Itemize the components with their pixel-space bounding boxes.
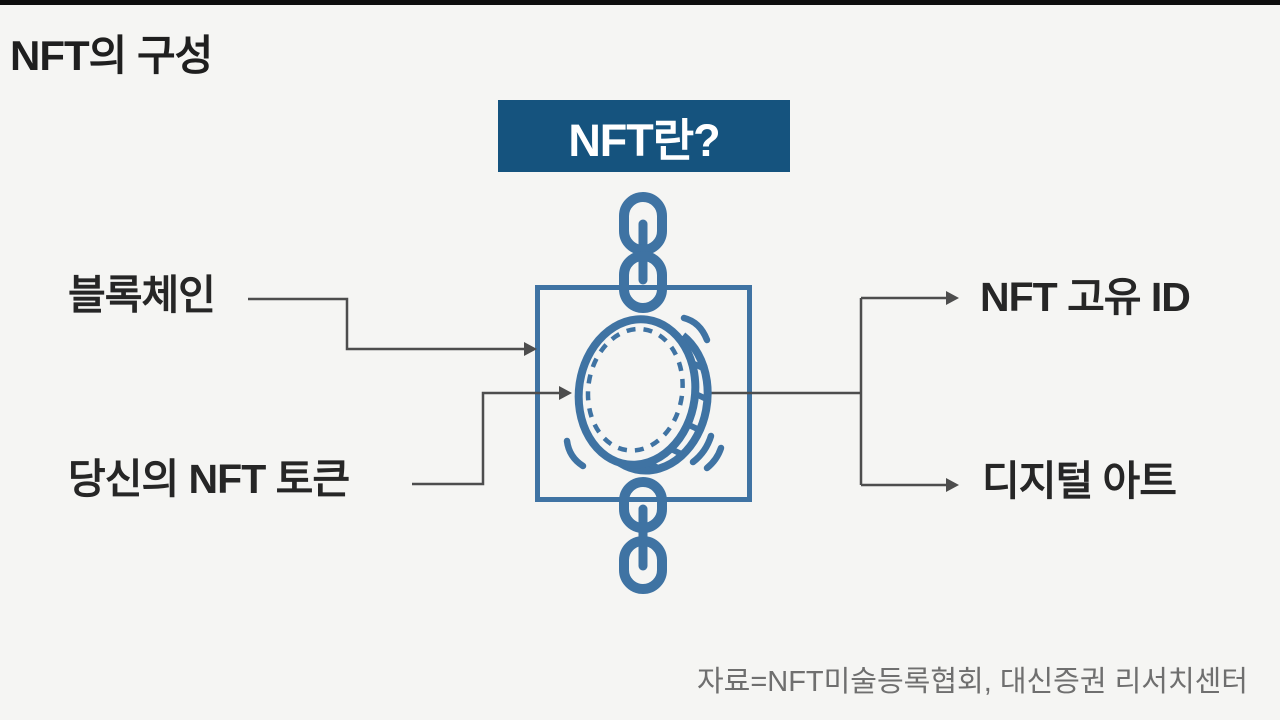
spark-bottom-right-inner-icon xyxy=(689,432,715,466)
connector-outputs xyxy=(707,291,959,492)
chain-top-icon xyxy=(619,192,667,313)
label-nft-token: 당신의 NFT 토큰 xyxy=(68,456,350,502)
connector-token xyxy=(412,386,572,486)
arrow-right-icon xyxy=(946,478,959,492)
label-nft-unique-id: NFT 고유 ID xyxy=(980,274,1191,320)
arrow-right-icon xyxy=(946,291,959,305)
arrow-right-icon xyxy=(524,342,537,356)
coin-icon xyxy=(563,314,725,475)
spark-bottom-right-outer-icon xyxy=(703,444,725,472)
label-digital-art: 디지털 아트 xyxy=(982,458,1177,504)
connector-blockchain xyxy=(248,297,537,356)
page-title: NFT의 구성 xyxy=(10,32,213,79)
top-border-bar xyxy=(0,0,1280,5)
source-credit: 자료=NFT미술등록협회, 대신증권 리서치센터 xyxy=(696,666,1248,698)
label-blockchain: 블록체인 xyxy=(68,272,216,318)
spark-bottom-left-icon xyxy=(563,437,587,470)
spark-top-right-icon xyxy=(680,314,711,344)
nft-header-box: NFT란? xyxy=(498,100,790,172)
nft-header-label: NFT란? xyxy=(568,114,720,166)
chain-bottom-icon xyxy=(619,477,667,594)
arrow-right-icon xyxy=(559,386,572,400)
